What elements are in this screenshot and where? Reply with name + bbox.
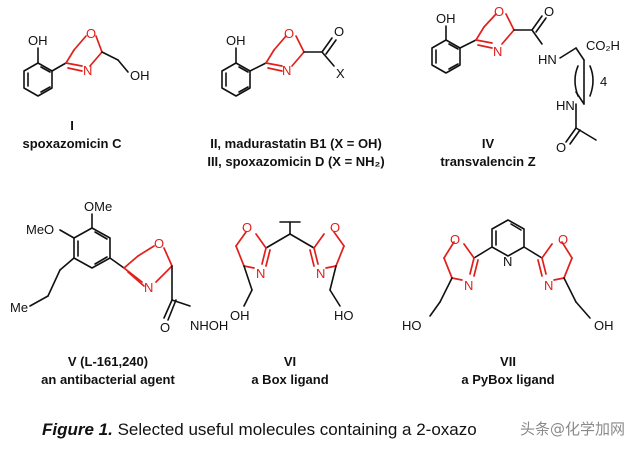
- atom-label: N: [544, 278, 553, 293]
- atom-label: O: [544, 4, 554, 19]
- compound-ii-iii: OH O N O X: [221, 24, 345, 97]
- atom-label: X: [336, 66, 345, 81]
- compound-vi: O N O N OH HO: [230, 220, 354, 323]
- atom-label: 4: [600, 74, 607, 89]
- compound-name: spoxazomicin C: [23, 136, 123, 151]
- atom-label: O: [330, 220, 340, 235]
- atom-label: N: [256, 266, 265, 281]
- atom-label: N: [464, 278, 473, 293]
- atom-label: OH: [28, 33, 48, 48]
- atom-label: N: [493, 44, 502, 59]
- atom-label: HO: [334, 308, 354, 323]
- atom-label: MeO: [26, 222, 54, 237]
- compound-i: OH O N OH: [23, 26, 150, 97]
- watermark: 头条@化学加网: [520, 420, 626, 438]
- compound-name-line2: III, spoxazomicin D (X = NH₂): [207, 154, 384, 169]
- atom-label: N: [83, 63, 92, 78]
- compound-name: a Box ligand: [251, 372, 328, 387]
- atom-label: O: [494, 4, 504, 19]
- atom-label: CO₂H: [586, 38, 620, 53]
- atom-label: OH: [130, 68, 150, 83]
- compound-numeral: IV: [482, 136, 495, 151]
- compound-name: a PyBox ligand: [461, 372, 554, 387]
- atom-label: OH: [230, 308, 250, 323]
- compound-numeral: V (L-161,240): [68, 354, 148, 369]
- atom-label: Me: [10, 300, 28, 315]
- compound-numeral: VII: [500, 354, 516, 369]
- atom-label: O: [154, 236, 164, 251]
- compound-iv: OH O N O HN CO₂H 4 HN O: [431, 4, 620, 155]
- atom-label: N: [503, 254, 512, 269]
- caption-text: Selected useful molecules containing a 2…: [112, 420, 477, 439]
- compound-name: an antibacterial agent: [41, 372, 175, 387]
- atom-label: O: [450, 232, 460, 247]
- caption-label: Figure 1.: [42, 420, 113, 439]
- atom-label: O: [284, 26, 294, 41]
- atom-label: O: [86, 26, 96, 41]
- atom-label: OH: [436, 11, 456, 26]
- atom-label: NHOH: [190, 318, 228, 333]
- atom-label: N: [144, 280, 153, 295]
- compound-vii: O N N O N HO OH: [402, 219, 614, 333]
- atom-label: HO: [402, 318, 422, 333]
- compound-name: transvalencin Z: [440, 154, 535, 169]
- atom-label: OH: [226, 33, 246, 48]
- atom-label: O: [556, 140, 566, 155]
- atom-label: O: [160, 320, 170, 335]
- atom-label: HN: [538, 52, 557, 67]
- atom-label: OMe: [84, 199, 112, 214]
- atom-label: HN: [556, 98, 575, 113]
- atom-label: OH: [594, 318, 614, 333]
- figure-caption: Figure 1. Selected useful molecules cont…: [42, 420, 632, 440]
- compound-name-line1: II, madurastatin B1 (X = OH): [210, 136, 382, 151]
- atom-label: N: [316, 266, 325, 281]
- compound-numeral: VI: [284, 354, 296, 369]
- atom-label: O: [242, 220, 252, 235]
- compound-numeral: I: [70, 118, 74, 133]
- atom-label: N: [282, 63, 291, 78]
- atom-label: O: [558, 232, 568, 247]
- atom-label: O: [334, 24, 344, 39]
- compound-v: OMe MeO O N O NHOH Me: [10, 199, 228, 335]
